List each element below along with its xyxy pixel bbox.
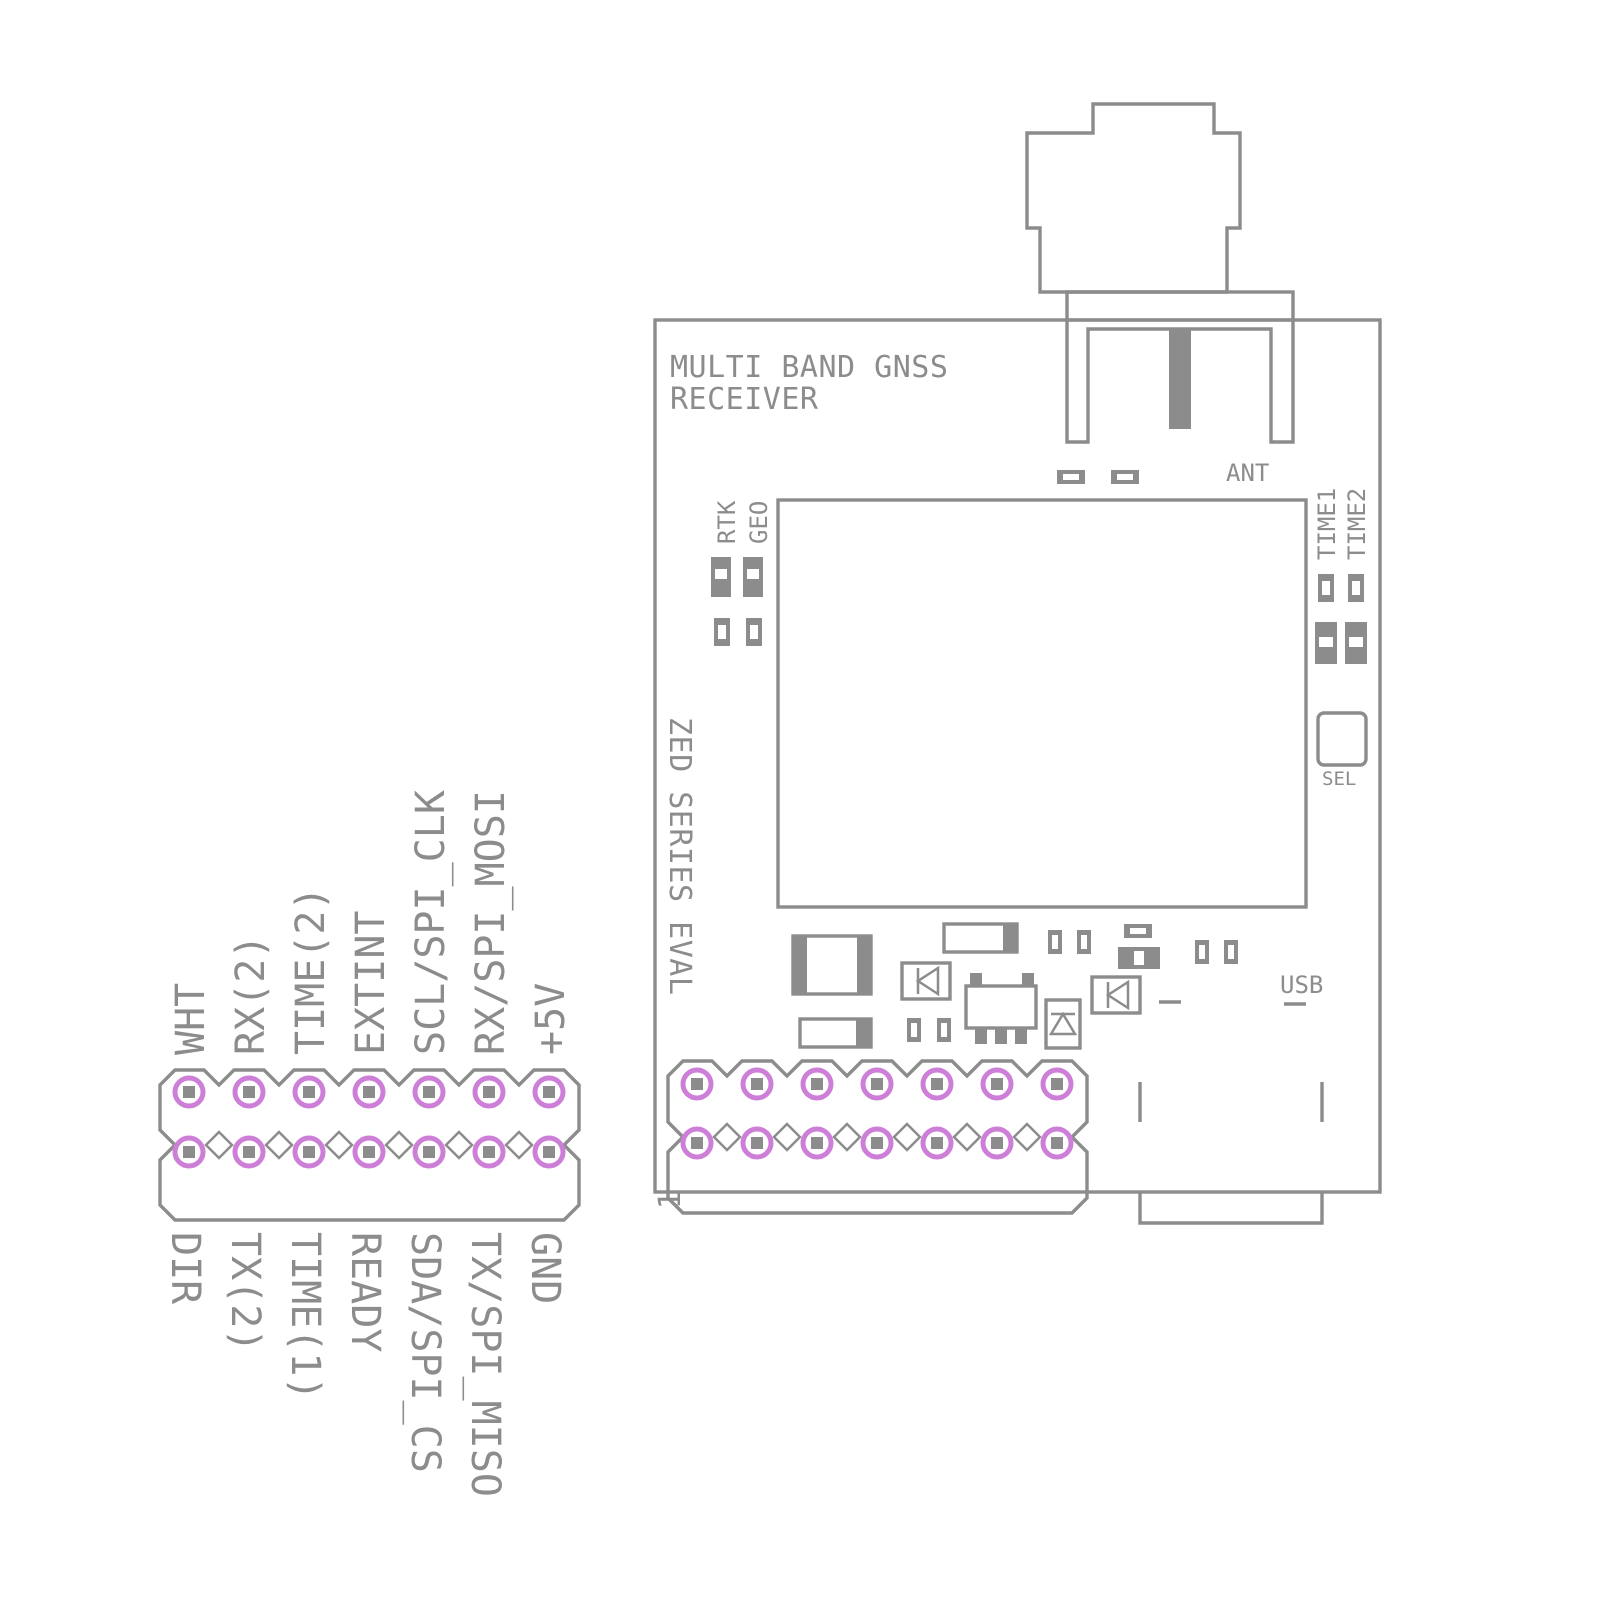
pin-label-time1: TIME(1) [282, 1232, 328, 1401]
pin-label-rx-spi-mosi: RX/SPI_MOSI [468, 790, 514, 1055]
pin-label-tx-spi-miso: TX/SPI_MISO [462, 1232, 508, 1497]
board-pad-hole [751, 1137, 763, 1149]
series-label: ZED SERIES EVAL [662, 717, 697, 995]
components [791, 922, 1324, 1225]
gnss-module-outline [776, 498, 1308, 909]
breakout-pad-rings [172, 1075, 566, 1169]
pin-label-rx2: RX(2) [228, 935, 274, 1055]
board-pad-hole [811, 1078, 823, 1090]
pin-label-gnd: GND [522, 1232, 568, 1304]
breakout-pad-hole [183, 1086, 195, 1098]
board-header-outline [666, 1059, 1089, 1215]
pin1-marker: 1 [653, 1191, 688, 1210]
breakout-pad-hole [303, 1146, 315, 1158]
board-pad-hole [931, 1078, 943, 1090]
top-row-labels: WHT RX(2) TIME(2) EXTINT SCL/SPI_CLK RX/… [168, 790, 574, 1055]
pin-label-wht: WHT [168, 983, 214, 1055]
sel-button-outline [1316, 711, 1368, 767]
breakout-pad-hole [303, 1086, 315, 1098]
board-pad-hole [871, 1137, 883, 1149]
pin-label-sda-spi-cs: SDA/SPI_CS [402, 1232, 448, 1473]
board-pad-hole [991, 1078, 1003, 1090]
board-outline [653, 318, 1382, 1194]
led-label-geo: GEO [745, 501, 773, 544]
breakout-pad-hole [363, 1086, 375, 1098]
pin-label-dir: DIR [162, 1232, 208, 1305]
sma-connector [1025, 102, 1295, 444]
breakout-pad-hole [423, 1086, 435, 1098]
board-pad-hole [691, 1078, 703, 1090]
antenna-pads [1057, 470, 1139, 484]
led-label-time2: TIME2 [1343, 488, 1371, 560]
board-header-pad-rings [680, 1067, 1074, 1160]
usb-label: USB [1280, 971, 1323, 999]
pin-label-tx2: TX(2) [222, 1232, 268, 1352]
breakout-pad-hole [423, 1146, 435, 1158]
led-pads-left [711, 557, 763, 646]
breakout-pad-hole [543, 1146, 555, 1158]
led-label-time1: TIME1 [1313, 488, 1341, 560]
breakout-pad-hole [483, 1146, 495, 1158]
board-title-line1: MULTI BAND GNSS [670, 350, 948, 385]
antenna-label: ANT [1226, 459, 1269, 487]
breakout-header-outline [158, 1068, 581, 1222]
sel-label: SEL [1322, 768, 1356, 790]
board-pad-hole [871, 1078, 883, 1090]
board-pad-hole [991, 1137, 1003, 1149]
breakout-pad-hole [543, 1086, 555, 1098]
board-pad-hole [931, 1137, 943, 1149]
board-pad-hole [1051, 1078, 1063, 1090]
breakout-pad-hole [183, 1146, 195, 1158]
board-pad-hole [751, 1078, 763, 1090]
led-pads-right [1315, 574, 1367, 664]
breakout-diamonds [204, 1130, 534, 1160]
breakout-pad-hole [243, 1086, 255, 1098]
board-pad-hole [811, 1137, 823, 1149]
breakout-pad-hole [363, 1146, 375, 1158]
pin-label-scl-spi-clk: SCL/SPI_CLK [408, 790, 454, 1055]
board-title-line2: RECEIVER [670, 382, 819, 417]
board-pad-hole [1051, 1137, 1063, 1149]
bottom-row-labels: DIR TX(2) TIME(1) READY SDA/SPI_CS TX/SP… [162, 1232, 568, 1497]
pin-label-extint: EXTINT [348, 911, 394, 1056]
led-label-rtk: RTK [713, 500, 741, 544]
pin-label-5v: +5V [528, 983, 574, 1055]
pin-label-ready: READY [342, 1232, 388, 1352]
pin-label-time2: TIME(2) [288, 886, 334, 1055]
breakout-pad-hole [243, 1146, 255, 1158]
breakout-pad-hole [483, 1086, 495, 1098]
board-header-pads [712, 1122, 1042, 1152]
board-pad-hole [691, 1137, 703, 1149]
